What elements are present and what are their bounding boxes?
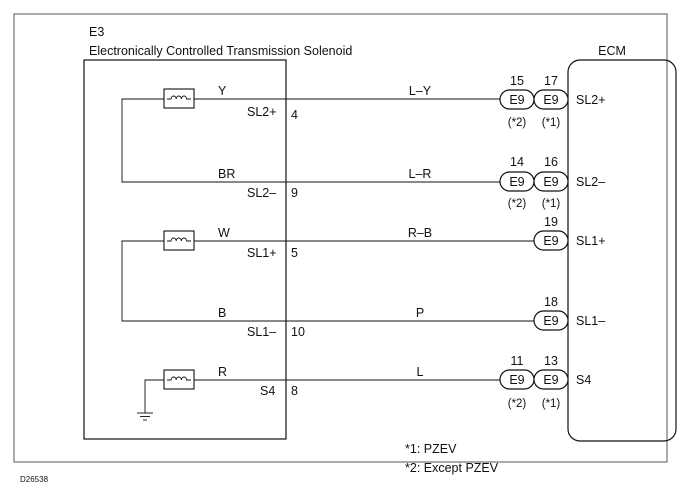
sl2-internal-loop [121, 98, 286, 183]
wire-color-label: W [218, 226, 230, 240]
ecm-terminal-label: SL2– [576, 175, 605, 189]
connector-e9 [533, 230, 569, 251]
harness-color-label: L–R [409, 167, 432, 181]
harness-color-label: L [417, 365, 424, 379]
coil-s4 [163, 369, 195, 390]
sl1-internal-loop [121, 240, 286, 322]
footnote-ref: (*1) [542, 198, 561, 210]
pin-number: 4 [291, 108, 298, 122]
ecm-terminal-label: SL1– [576, 314, 605, 328]
wire-color-label: R [218, 365, 227, 379]
coil-sl2 [163, 88, 195, 109]
harness-color-label: P [416, 306, 424, 320]
terminal-label: SL1– [247, 325, 276, 339]
figure-id: D26538 [20, 475, 49, 484]
solenoid-title: Electronically Controlled Transmission S… [89, 44, 352, 58]
connector-pin: 17 [544, 74, 558, 88]
ecm-terminal-label: SL2+ [576, 93, 606, 107]
coil-sl1 [163, 230, 195, 251]
ground-symbol [137, 412, 153, 421]
connector-label: E9 [509, 175, 524, 189]
footnote-text: *1: PZEV [405, 442, 457, 456]
connector-e9 [533, 171, 569, 192]
connector-pin: 19 [544, 215, 558, 229]
ecm-label: ECM [598, 44, 626, 58]
solenoid-code: E3 [89, 25, 104, 39]
connector-e9 [533, 310, 569, 331]
connector-e9 [533, 89, 569, 110]
wire-color-label: B [218, 306, 226, 320]
connector-label: E9 [543, 373, 558, 387]
diagram-frame [13, 13, 668, 463]
pin-number: 9 [291, 186, 298, 200]
pin-number: 10 [291, 325, 305, 339]
pin-number: 8 [291, 384, 298, 398]
connector-pin: 16 [544, 155, 558, 169]
harness-color-label: L–Y [409, 84, 432, 98]
ecm-box [567, 59, 677, 442]
wire-color-label: BR [218, 167, 235, 181]
footnote-ref: (*2) [508, 117, 527, 129]
terminal-label: SL2+ [247, 105, 277, 119]
footnote-ref: (*1) [542, 398, 561, 410]
connector-label: E9 [543, 234, 558, 248]
footnote-ref: (*1) [542, 117, 561, 129]
connector-e9 [533, 369, 569, 390]
connector-pin: 18 [544, 295, 558, 309]
connector-label: E9 [543, 314, 558, 328]
connector-pin: 15 [510, 74, 524, 88]
footnote-ref: (*2) [508, 398, 527, 410]
footnote-text: *2: Except PZEV [405, 461, 499, 475]
footnote-ref: (*2) [508, 198, 527, 210]
connector-pin: 13 [544, 354, 558, 368]
pin-number: 5 [291, 246, 298, 260]
harness-color-label: R–B [408, 226, 432, 240]
wire-color-label: Y [218, 84, 227, 98]
solenoid-box [83, 59, 287, 440]
terminal-label: SL1+ [247, 246, 277, 260]
connector-pin: 11 [511, 354, 524, 368]
connector-label: E9 [509, 93, 524, 107]
ecm-terminal-label: SL1+ [576, 234, 606, 248]
terminal-label: SL2– [247, 186, 276, 200]
terminal-label: S4 [260, 384, 275, 398]
connector-pin: 14 [510, 155, 524, 169]
connector-label: E9 [543, 175, 558, 189]
ecm-terminal-label: S4 [576, 373, 591, 387]
connector-label: E9 [509, 373, 524, 387]
connector-label: E9 [543, 93, 558, 107]
s4-ground-wire [144, 379, 164, 413]
